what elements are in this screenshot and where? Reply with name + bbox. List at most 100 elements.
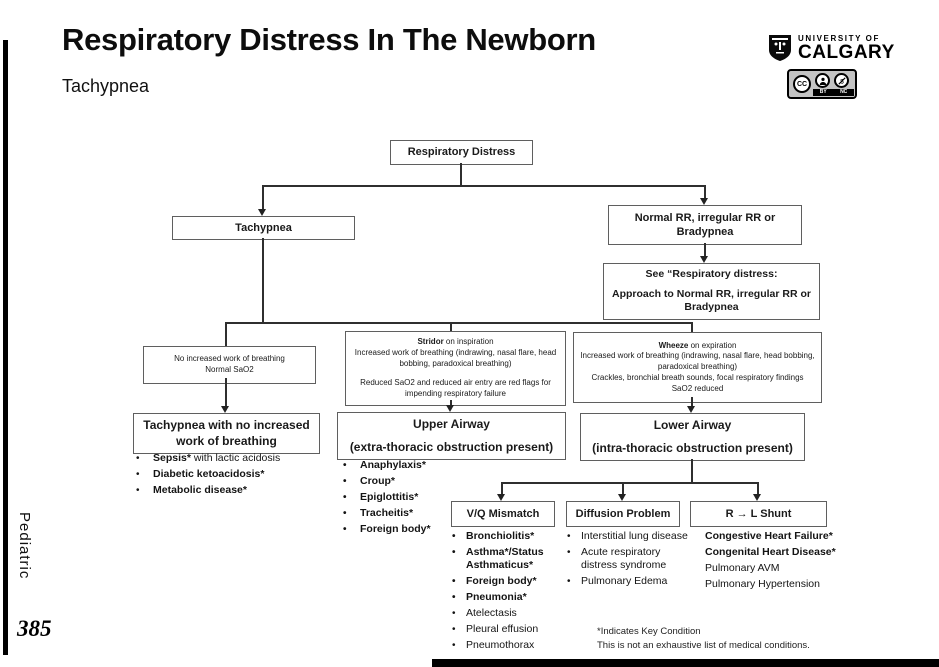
upper-airway-subtitle: (extra-thoracic obstruction present) xyxy=(349,439,554,454)
list-diffusion-conditions: Interstitial lung disease Acute respirat… xyxy=(567,530,693,591)
cc-nc-dollar-icon: $ xyxy=(834,73,849,88)
list-item: Pneumonia* xyxy=(452,591,556,604)
list-item: Metabolic disease* xyxy=(133,484,313,497)
connector xyxy=(622,482,624,495)
list-item: Atelectasis xyxy=(452,607,556,620)
list-item: Interstitial lung disease xyxy=(567,530,693,543)
box-respiratory-distress: Respiratory Distress xyxy=(390,140,533,165)
list-item: Epiglottitis* xyxy=(340,491,530,504)
connector xyxy=(501,482,758,484)
list-item: Acute respiratory distress syndrome xyxy=(567,546,693,572)
sidebar-section-label: Pediatric xyxy=(16,512,33,580)
connector xyxy=(460,163,462,185)
svg-text:$: $ xyxy=(840,78,844,85)
arrowhead xyxy=(687,406,695,413)
footnote: *Indicates Key Condition This is not an … xyxy=(597,625,810,653)
list-item: Anaphylaxis* xyxy=(340,459,530,472)
lower-airway-subtitle: (intra-thoracic obstruction present) xyxy=(592,440,793,455)
list-item: Congestive Heart Failure* xyxy=(705,530,833,542)
arrowhead xyxy=(700,256,708,263)
wheeze-desc-line2: Increased work of breathing (indrawing, … xyxy=(580,351,815,372)
see-note-line1: See “Respiratory distress: xyxy=(645,268,778,281)
connector xyxy=(691,397,693,407)
list-item: Pulmonary Edema xyxy=(567,575,693,588)
upper-airway-title: Upper Airway xyxy=(413,416,490,431)
tachypnea-no-wob-label: Tachypnea with no increased work of brea… xyxy=(143,417,310,448)
list-item: Asthma*/Status Asthmaticus* xyxy=(452,546,556,572)
connector xyxy=(704,185,706,200)
box-no-wob-descriptor: No increased work of breathing Normal Sa… xyxy=(143,346,316,384)
no-wob-desc-line1: No increased work of breathing xyxy=(174,354,285,364)
connector xyxy=(691,322,693,332)
list-item: Foreign body* xyxy=(340,523,530,536)
box-upper-airway: Upper Airway (extra-thoracic obstruction… xyxy=(337,412,566,460)
diffusion-problem-label: Diffusion Problem xyxy=(575,507,671,520)
box-see-note: See “Respiratory distress: Approach to N… xyxy=(603,263,820,320)
arrowhead xyxy=(700,198,708,205)
box-normal-rr: Normal RR, irregular RR or Bradypnea xyxy=(608,205,802,245)
box-stridor-descriptor: Stridor on inspiration Increased work of… xyxy=(345,331,566,406)
cc-license-badge: CC $ BY NC xyxy=(787,69,857,99)
arrowhead xyxy=(446,405,454,412)
wheeze-desc-line1: Wheeze on expiration xyxy=(658,340,737,350)
logo-university-of: UNIVERSITY OF xyxy=(798,34,880,43)
list-item: Diabetic ketoacidosis* xyxy=(133,468,313,481)
list-item: Congenital Heart Disease* xyxy=(705,546,836,558)
cc-nc-label: NC xyxy=(840,89,848,95)
university-logo: UNIVERSITY OF CALGARY xyxy=(768,34,895,62)
connector xyxy=(757,482,759,495)
list-item: Bronchiolitis* xyxy=(452,530,556,543)
university-logo-text: UNIVERSITY OF CALGARY xyxy=(798,34,895,62)
cc-icon: CC xyxy=(793,75,811,93)
list-shunt-conditions: Congestive Heart Failure* Congenital Hea… xyxy=(705,530,845,594)
stridor-desc-line2: Increased work of breathing (indrawing, … xyxy=(354,347,557,368)
wheeze-desc-line3: Crackles, bronchial breath sounds, focal… xyxy=(591,372,804,382)
lower-airway-title: Lower Airway xyxy=(653,417,732,432)
connector xyxy=(501,482,503,495)
connector xyxy=(225,378,227,407)
see-note-line2: Approach to Normal RR, irregular RR or B… xyxy=(612,287,811,314)
connector xyxy=(704,243,706,258)
arrowhead xyxy=(618,494,626,501)
box-lower-airway: Lower Airway (intra-thoracic obstruction… xyxy=(580,413,805,461)
box-wheeze-descriptor: Wheeze on expiration Increased work of b… xyxy=(573,332,822,403)
list-item: Tracheitis* xyxy=(340,507,530,520)
list-item: Pulmonary AVM xyxy=(705,562,780,574)
cc-by-label: BY xyxy=(819,89,827,95)
cc-by-person-icon xyxy=(815,73,830,88)
footnote-line1: *Indicates Key Condition xyxy=(597,626,701,637)
r-to-l-shunt-label: R → L Shunt xyxy=(725,507,792,520)
box-tachypnea-no-wob: Tachypnea with no increased work of brea… xyxy=(133,413,320,454)
logo-calgary: CALGARY xyxy=(798,42,895,63)
page-number: 385 xyxy=(17,616,52,641)
connector xyxy=(262,238,264,323)
arrowhead xyxy=(221,406,229,413)
wheeze-desc-line4: SaO2 reduced xyxy=(671,383,724,393)
list-no-wob-conditions: Sepsis* with lactic acidosis Diabetic ke… xyxy=(133,452,313,500)
stridor-desc-line1: Stridor on inspiration xyxy=(417,337,494,346)
list-vq-mismatch-conditions: Bronchiolitis* Asthma*/Status Asthmaticu… xyxy=(452,530,556,655)
list-item: Sepsis* with lactic acidosis xyxy=(133,452,313,465)
list-upper-airway-conditions: Anaphylaxis* Croup* Epiglottitis* Trache… xyxy=(340,459,530,539)
list-item: Pulmonary Hypertension xyxy=(705,578,820,590)
cc-license-labels: BY NC xyxy=(813,89,854,96)
connector xyxy=(262,185,705,187)
page-edge-bar xyxy=(3,40,8,655)
arrowhead xyxy=(753,494,761,501)
page-title: Respiratory Distress In The Newborn xyxy=(62,22,596,57)
stridor-desc-line3: Reduced SaO2 and reduced air entry are r… xyxy=(360,378,551,399)
box-respiratory-distress-label: Respiratory Distress xyxy=(407,146,516,159)
connector xyxy=(262,185,264,211)
box-diffusion-problem: Diffusion Problem xyxy=(566,501,680,527)
connector xyxy=(225,322,227,346)
list-item: Pleural effusion xyxy=(452,623,556,636)
connector xyxy=(691,459,693,483)
box-normal-rr-label: Normal RR, irregular RR or Bradypnea xyxy=(634,211,776,238)
list-item: Croup* xyxy=(340,475,530,488)
page-subtitle: Tachypnea xyxy=(62,76,150,96)
arrowhead xyxy=(258,209,266,216)
box-r-to-l-shunt: R → L Shunt xyxy=(690,501,827,527)
university-crest-icon xyxy=(769,35,791,61)
connector xyxy=(225,322,692,324)
